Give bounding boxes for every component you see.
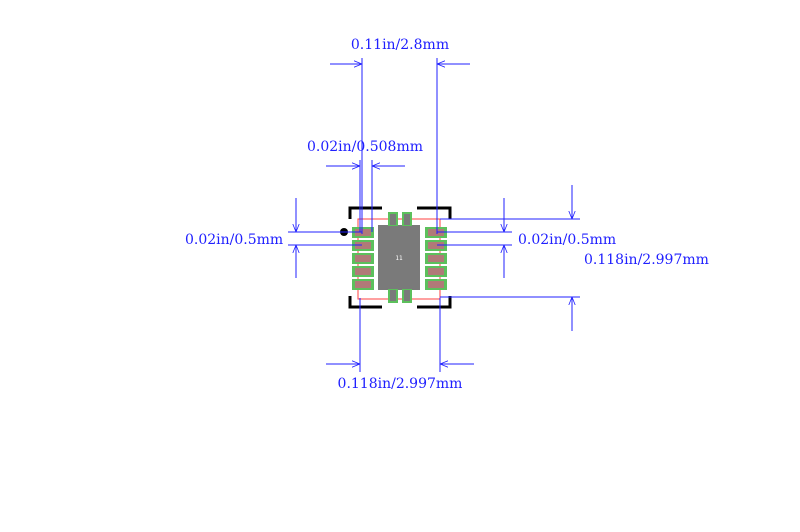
pad-right-2-copper [428,242,444,249]
silk-corner-top-right [417,206,452,219]
silkscreen-outline [348,206,452,309]
pad-right-3-copper [428,255,444,262]
right-pads [425,227,447,290]
thermal-tab-top-left-core [390,214,396,225]
dim-label-bottom-width: 0.118in/2.997mm [338,376,463,392]
dimension-labels: 0.11in/2.8mm 0.02in/0.508mm 0.02in/0.5mm… [185,37,709,392]
pad-left-5-copper [355,281,371,288]
dim-label-top-width: 0.11in/2.8mm [351,37,449,53]
dimension-lines [288,58,580,372]
pad-left-3-copper [355,255,371,262]
silk-corner-top-left [348,206,382,219]
dim-label-right-pitch: 0.02in/0.5mm [518,232,616,248]
dim-label-left-pitch: 0.02in/0.5mm [185,232,283,248]
thermal-tab-top-right-core [404,214,410,225]
pad-left-2-copper [355,242,371,249]
center-pad-label: 11 [395,255,403,262]
silk-corner-bottom-right [417,296,452,309]
footprint: 11 [340,206,452,309]
dim-label-right-height: 0.118in/2.997mm [584,252,709,268]
pad-right-5-copper [428,281,444,288]
thermal-tab-bottom-right-core [404,290,410,301]
pad-right-1-copper [428,229,444,236]
thermal-pad [378,225,420,290]
pad-left-1-copper [355,229,371,236]
silk-corner-bottom-left [348,296,382,309]
thermal-tab-bottom-left-core [390,290,396,301]
pad-left-4-copper [355,268,371,275]
pad-right-4-copper [428,268,444,275]
left-pads [352,227,374,290]
dim-label-pad-width: 0.02in/0.508mm [307,139,423,155]
